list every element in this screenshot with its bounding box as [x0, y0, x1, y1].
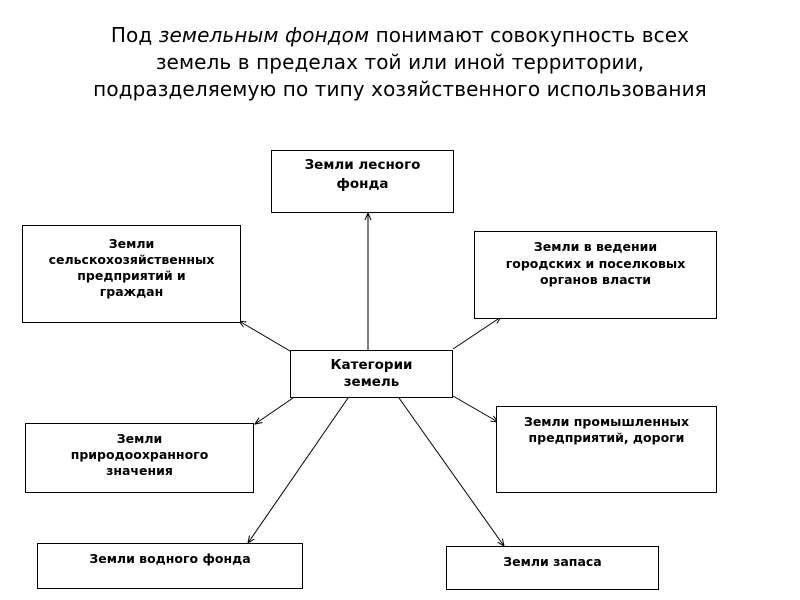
industrial-lands-line-2: предприятий, дороги — [528, 430, 685, 445]
heading-line-2: земель в пределах той или иной территори… — [155, 50, 645, 74]
arrow-to-industrial — [452, 395, 498, 422]
forest-fund-box: Земли лесного фонда — [271, 150, 454, 213]
land-categories-center-box: Категории земель — [290, 350, 453, 398]
nature-protection-line-3: значения — [106, 463, 173, 478]
arrow-to-water — [248, 397, 349, 543]
forest-fund-line-2: фонда — [336, 176, 389, 192]
water-fund-line-1: Земли водного фонда — [89, 551, 251, 566]
land-categories-line-2: земель — [343, 374, 400, 390]
reserve-lands-line-1: Земли запаса — [503, 554, 602, 569]
heading-line-1: Под земельным фондом понимают совокупнос… — [40, 22, 760, 49]
water-fund-box: Земли водного фонда — [37, 543, 303, 589]
heading-term: земельным фондом — [158, 23, 370, 47]
heading-line-3: подразделяемую по типу хозяйственного ис… — [93, 77, 707, 101]
arrow-to-agricultural — [239, 321, 291, 352]
agricultural-lands-line-1: Земли — [108, 236, 155, 251]
industrial-lands-box: Земли промышленных предприятий, дороги — [496, 406, 717, 493]
forest-fund-line-1: Земли лесного — [304, 157, 421, 173]
reserve-lands-box: Земли запаса — [446, 546, 659, 590]
heading-line-1-start: Под — [110, 23, 159, 47]
arrow-to-reserve — [398, 397, 504, 546]
municipal-lands-line-2: городских и поселковых — [505, 255, 686, 271]
industrial-lands-line-1: Земли промышленных — [523, 414, 690, 429]
heading-line-1-end: понимают совокупность всех — [369, 23, 690, 47]
definition-heading: Под земельным фондом понимают совокупнос… — [40, 22, 760, 103]
nature-protection-line-2: природоохранного — [70, 447, 209, 462]
arrow-to-municipal — [452, 317, 501, 350]
agricultural-lands-box: Земли сельскохозяйственных предприятий и… — [22, 225, 241, 323]
nature-protection-line-1: Земли — [116, 431, 163, 446]
agricultural-lands-line-3: предприятий и — [77, 268, 186, 283]
municipal-lands-line-3: органов власти — [540, 272, 651, 287]
agricultural-lands-line-4: граждан — [99, 284, 164, 299]
municipal-lands-box: Земли в ведении городских и поселковых о… — [474, 231, 717, 319]
land-categories-line-1: Категории — [330, 357, 413, 373]
agricultural-lands-line-2: сельскохозяйственных — [48, 252, 215, 267]
municipal-lands-line-1: Земли в ведении — [533, 239, 658, 254]
nature-protection-lands-box: Земли природоохранного значения — [25, 423, 254, 493]
arrow-to-nature-protection — [255, 397, 294, 424]
